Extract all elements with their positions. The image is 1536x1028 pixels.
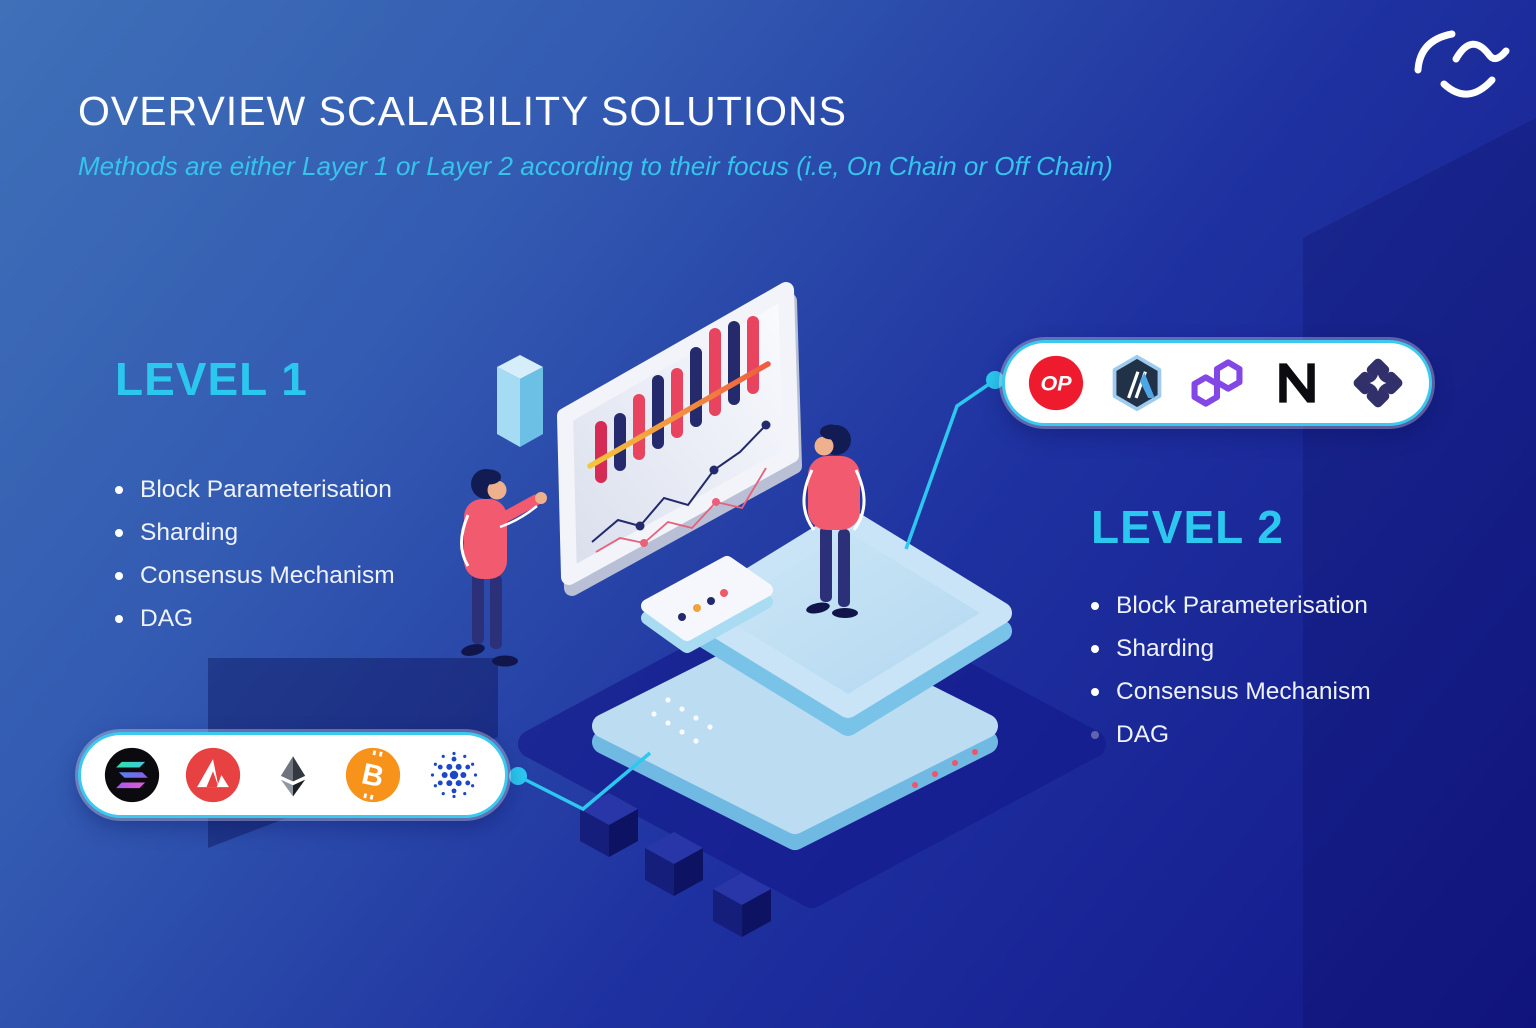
bar-chart-bars bbox=[595, 316, 759, 483]
list-item-label: DAG bbox=[1116, 720, 1170, 748]
list-item-label: Sharding bbox=[140, 518, 239, 546]
solana-logo-icon bbox=[105, 747, 160, 803]
presenter-figure bbox=[460, 469, 547, 667]
list-item: DAG bbox=[1091, 713, 1371, 756]
optimism-logo-icon: OP bbox=[1029, 355, 1084, 411]
list-item-label: Sharding bbox=[1116, 634, 1215, 662]
list-item: Sharding bbox=[1091, 627, 1371, 670]
layer2-logo-pill: OP bbox=[1002, 340, 1432, 426]
bullet-dot bbox=[115, 485, 123, 494]
arbitrum-logo-icon bbox=[1112, 354, 1161, 412]
level-2-section: LEVEL 2 Block Parameterisation Sharding … bbox=[1091, 500, 1371, 756]
clover-logo-icon bbox=[1353, 358, 1403, 408]
list-item-label: Consensus Mechanism bbox=[1116, 677, 1371, 705]
avalanche-logo-icon bbox=[185, 747, 240, 803]
list-item: Consensus Mechanism bbox=[115, 554, 395, 597]
list-item: DAG bbox=[115, 597, 395, 640]
floating-box bbox=[497, 355, 543, 447]
connector-dot-bottom bbox=[509, 767, 527, 785]
cardano-logo-icon bbox=[430, 751, 477, 799]
level-2-list: Block Parameterisation Sharding Consensu… bbox=[1091, 584, 1371, 756]
observer-figure bbox=[802, 424, 866, 618]
page-title: OVERVIEW SCALABILITY SOLUTIONS bbox=[78, 88, 847, 134]
list-item-label: DAG bbox=[140, 604, 194, 632]
whiteboard-illustration bbox=[557, 282, 802, 596]
layer1-logo-pill: B bbox=[78, 732, 508, 818]
platform-dots-white bbox=[651, 697, 713, 744]
list-item: Block Parameterisation bbox=[115, 468, 395, 511]
connector-line-bottom bbox=[509, 751, 652, 812]
bullet-dot bbox=[1091, 601, 1099, 610]
level-1-section: LEVEL 1 Block Parameterisation Sharding … bbox=[115, 352, 395, 640]
bullet-dot bbox=[115, 571, 123, 580]
list-item: Block Parameterisation bbox=[1091, 584, 1371, 627]
level-1-list: Block Parameterisation Sharding Consensu… bbox=[115, 468, 395, 640]
device-slab bbox=[641, 556, 773, 653]
line-chart bbox=[591, 420, 771, 553]
bullet-dot bbox=[115, 614, 123, 623]
level-2-heading: LEVEL 2 bbox=[1091, 501, 1284, 553]
bullet-dot bbox=[115, 528, 123, 537]
polygon-logo-icon bbox=[1191, 359, 1243, 407]
connector-dot-top bbox=[986, 371, 1004, 389]
isometric-illustration bbox=[460, 282, 1106, 937]
list-item: Sharding bbox=[115, 511, 395, 554]
list-item: Consensus Mechanism bbox=[1091, 670, 1371, 713]
cube bbox=[645, 832, 703, 896]
bullet-dot bbox=[1091, 687, 1099, 696]
near-logo-icon bbox=[1279, 363, 1316, 403]
trend-line bbox=[587, 361, 771, 469]
svg-text:OP: OP bbox=[1041, 371, 1073, 395]
page-subtitle: Methods are either Layer 1 or Layer 2 ac… bbox=[78, 151, 1113, 181]
list-item-label: Consensus Mechanism bbox=[140, 561, 395, 589]
ethereum-logo-icon bbox=[280, 756, 306, 797]
bullet-dot bbox=[1091, 644, 1099, 653]
platform-dots-red bbox=[912, 749, 978, 788]
list-item-label: Block Parameterisation bbox=[140, 475, 392, 503]
bitcoin-logo-icon: B bbox=[346, 747, 401, 803]
level-1-heading: LEVEL 1 bbox=[115, 353, 308, 405]
cube bbox=[713, 873, 771, 937]
platform-stack bbox=[592, 508, 1012, 850]
list-item-label: Block Parameterisation bbox=[1116, 591, 1368, 619]
brand-logo bbox=[1414, 30, 1510, 98]
connector-line-top bbox=[904, 371, 1004, 550]
